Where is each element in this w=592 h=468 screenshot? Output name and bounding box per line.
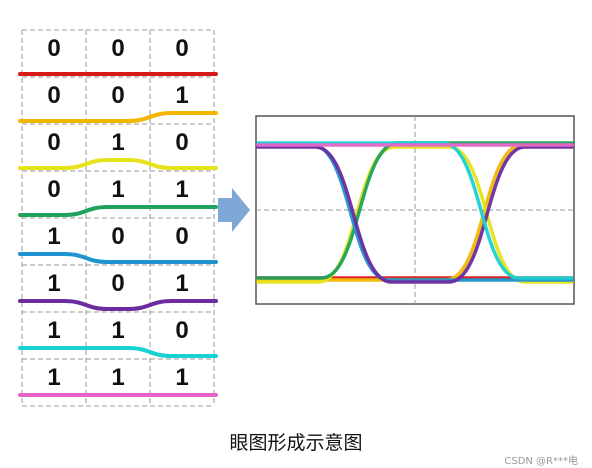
bit-digit: 0: [47, 176, 60, 203]
bit-digit: 0: [111, 35, 124, 62]
bit-digit: 1: [111, 364, 124, 391]
waveform-trace: [18, 205, 218, 217]
bit-digit: 0: [111, 270, 124, 297]
bit-digit: 0: [175, 35, 188, 62]
waveform-trace: [18, 252, 218, 264]
bit-digit: 0: [175, 223, 188, 250]
waveform-trace: [18, 299, 218, 311]
bit-digit: 1: [47, 223, 60, 250]
bit-digit: 0: [111, 223, 124, 250]
bit-digit: 0: [111, 82, 124, 109]
waveform-trace: [18, 346, 218, 358]
sequence-row-001: 0 0 1: [18, 82, 218, 123]
bit-digit: 1: [47, 364, 60, 391]
figure-caption: 眼图形成示意图: [229, 432, 363, 454]
bit-digit: 1: [47, 317, 60, 344]
watermark: CSDN @R***电: [504, 456, 578, 467]
bit-digit: 0: [47, 35, 60, 62]
eye-trace-110: [256, 141, 574, 280]
bit-digit: 0: [47, 129, 60, 156]
bit-sequence-grid: 0 0 0 0 0 1 0 1 0 0 1 1 1 0 0 1 0 1 1 1 0 1 1 1: [18, 29, 218, 407]
bit-digit: 1: [175, 176, 188, 203]
waveform-trace: [18, 111, 218, 123]
bit-digit: 0: [175, 129, 188, 156]
sequence-row-101: 1 0 1: [18, 270, 218, 311]
bit-digit: 1: [175, 364, 188, 391]
bit-digit: 1: [111, 317, 124, 344]
sequence-row-000: 0 0 0: [18, 35, 218, 76]
bit-digit: 1: [175, 82, 188, 109]
eye-diagram-panel: [255, 115, 575, 305]
eye-trace-011: [256, 141, 574, 280]
eye-trace-001: [256, 143, 574, 282]
sequence-row-010: 0 1 0: [18, 129, 218, 170]
sequence-row-110: 1 1 0: [18, 317, 218, 358]
bit-digit: 0: [175, 317, 188, 344]
sequence-row-011: 0 1 1: [18, 176, 218, 217]
eye-trace-101: [256, 145, 574, 284]
bit-digit: 1: [111, 129, 124, 156]
bit-digit: 1: [175, 270, 188, 297]
sequence-row-111: 1 1 1: [18, 364, 218, 397]
waveform-trace: [18, 158, 218, 170]
sequence-row-100: 1 0 0: [18, 223, 218, 264]
bit-digit: 0: [47, 82, 60, 109]
bit-digit: 1: [111, 176, 124, 203]
bit-digit: 1: [47, 270, 60, 297]
right-arrow-icon: [218, 188, 250, 232]
